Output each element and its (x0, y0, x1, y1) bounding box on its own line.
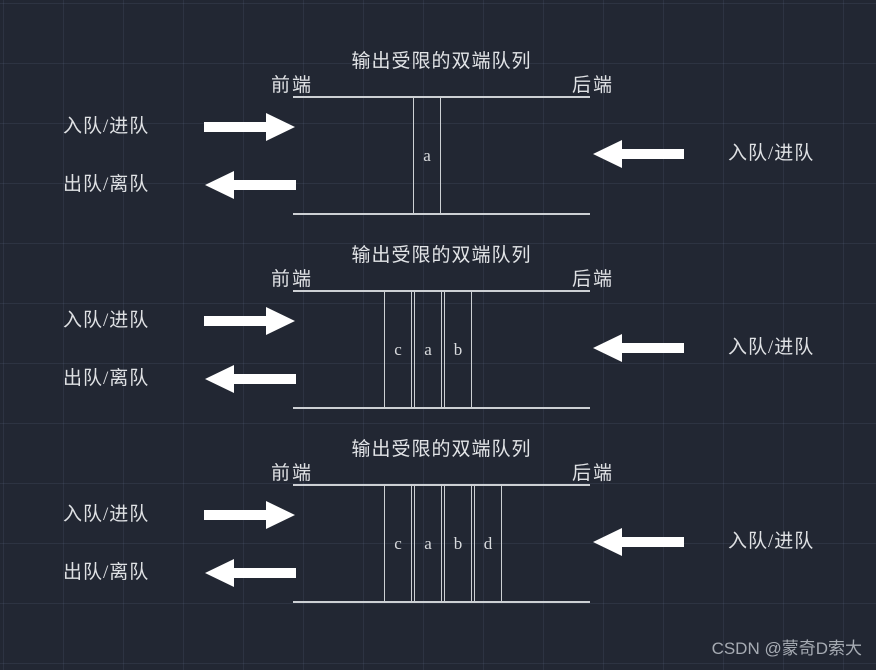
deque-diagram-2: 输出受限的双端队列 前端 后端 c a b 入队/进队 出队/离队 入队/进队 (0, 240, 876, 416)
front-enqueue-right-arrow-icon (204, 307, 295, 335)
queue-cells: a (413, 98, 441, 213)
queue-cell: a (414, 486, 442, 601)
queue-cell: a (413, 98, 441, 213)
front-end-label: 前端 (271, 463, 314, 484)
front-enqueue-label: 入队/进队 (63, 116, 150, 137)
queue-cell: c (384, 292, 412, 407)
rear-enqueue-label: 入队/进队 (728, 531, 815, 552)
queue-cell-value: c (394, 339, 402, 359)
front-end-label: 前端 (271, 269, 314, 290)
rear-enqueue-label: 入队/进队 (728, 143, 815, 164)
queue-cell: b (444, 292, 472, 407)
diagram-title: 输出受限的双端队列 (351, 245, 532, 266)
queue-top-line (293, 290, 590, 292)
rear-end-label: 后端 (572, 463, 615, 484)
rear-enqueue-left-arrow-icon (593, 528, 684, 556)
rear-enqueue-label: 入队/进队 (728, 337, 815, 358)
queue-cell-value: c (394, 533, 402, 553)
queue-cell: d (474, 486, 502, 601)
queue-top-line (293, 484, 590, 486)
queue-cell-value: a (424, 339, 432, 359)
csdn-watermark: CSDN @蒙奇D索大 (711, 639, 862, 658)
front-enqueue-label: 入队/进队 (63, 310, 150, 331)
front-dequeue-left-arrow-icon (205, 171, 296, 199)
diagram-title: 输出受限的双端队列 (351, 51, 532, 72)
front-dequeue-label: 出队/离队 (63, 174, 150, 195)
queue-bottom-line (293, 407, 590, 409)
front-enqueue-right-arrow-icon (204, 501, 295, 529)
front-dequeue-label: 出队/离队 (63, 562, 150, 583)
deque-diagram-1: 输出受限的双端队列 前端 后端 a 入队/进队 出队/离队 入队/进队 (0, 46, 876, 222)
front-end-label: 前端 (271, 75, 314, 96)
rear-enqueue-left-arrow-icon (593, 334, 684, 362)
rear-end-label: 后端 (572, 75, 615, 96)
queue-cell-value: b (453, 339, 463, 359)
queue-cell-value: d (483, 533, 493, 553)
queue-top-line (293, 96, 590, 98)
front-dequeue-left-arrow-icon (205, 559, 296, 587)
queue-cell: b (444, 486, 472, 601)
front-enqueue-label: 入队/进队 (63, 504, 150, 525)
queue-cell-value: b (453, 533, 463, 553)
queue-cell: c (384, 486, 412, 601)
rear-enqueue-left-arrow-icon (593, 140, 684, 168)
queue-cell-value: a (423, 145, 431, 165)
queue-bottom-line (293, 601, 590, 603)
front-enqueue-right-arrow-icon (204, 113, 295, 141)
queue-bottom-line (293, 213, 590, 215)
front-dequeue-left-arrow-icon (205, 365, 296, 393)
rear-end-label: 后端 (572, 269, 615, 290)
queue-cell: a (414, 292, 442, 407)
diagram-title: 输出受限的双端队列 (351, 439, 532, 460)
front-dequeue-label: 出队/离队 (63, 368, 150, 389)
queue-cell-value: a (424, 533, 432, 553)
